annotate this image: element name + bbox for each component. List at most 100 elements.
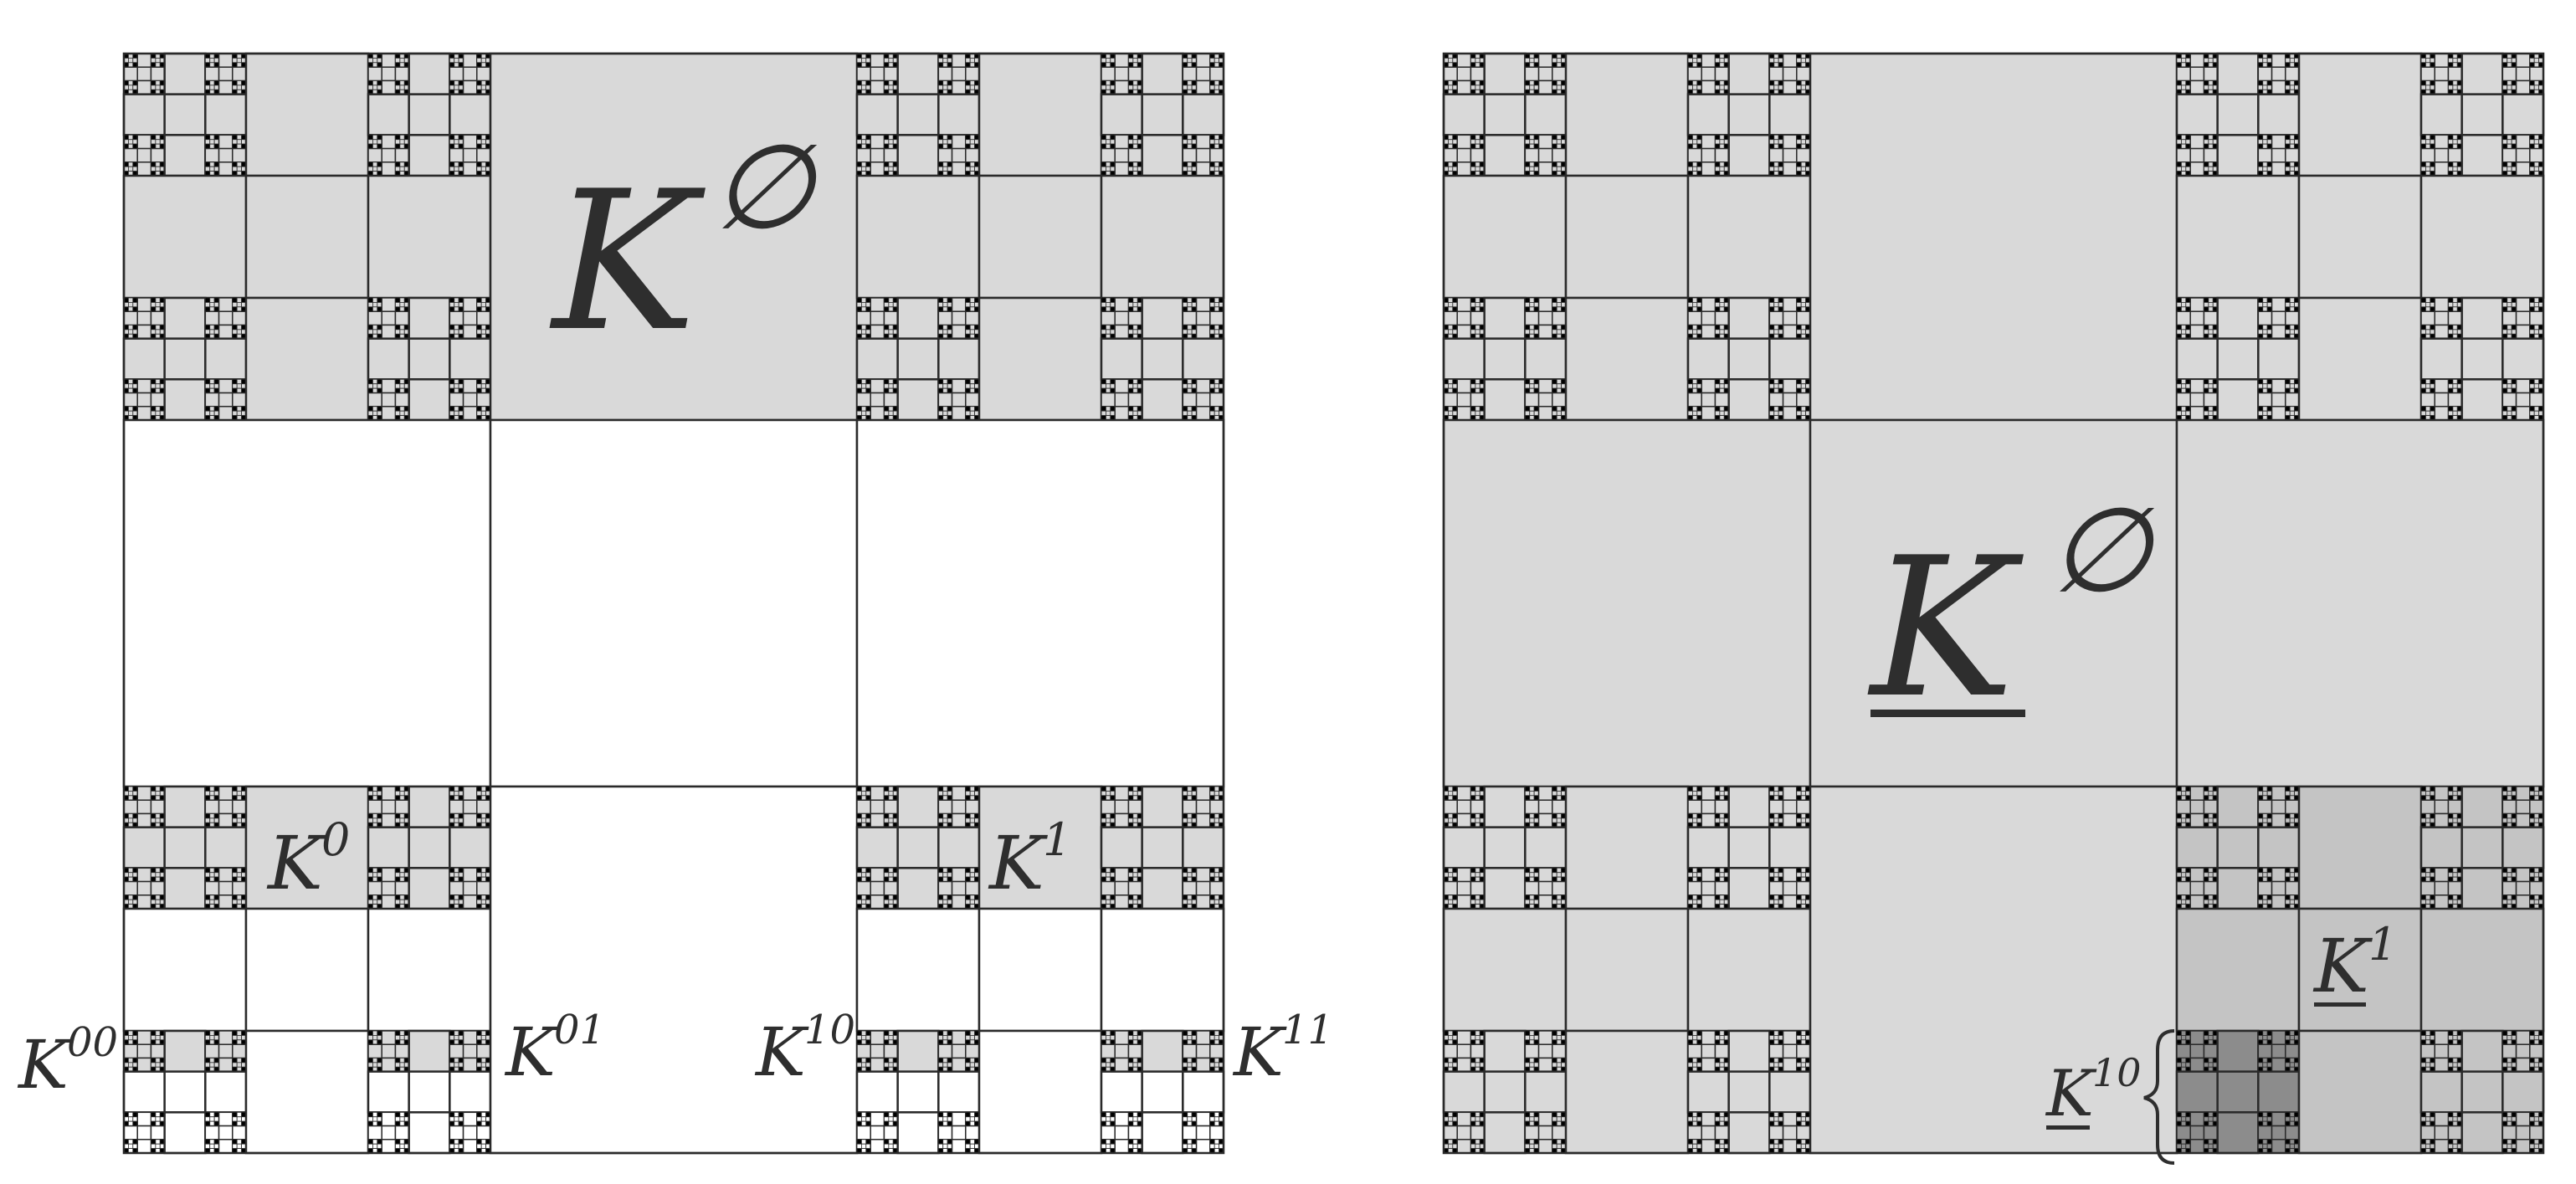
cell (372, 876, 378, 882)
cell-black (856, 306, 862, 312)
cell-black (476, 80, 482, 86)
cell-black (1778, 1139, 1783, 1145)
cell (136, 310, 152, 326)
cell-black (937, 161, 944, 167)
cell (372, 58, 378, 64)
cell (856, 85, 862, 90)
cell (2430, 818, 2435, 823)
cell (1524, 147, 1540, 163)
cell (454, 410, 459, 416)
cell (151, 85, 157, 90)
cell (236, 80, 242, 86)
cell-black (1696, 813, 1702, 819)
cell (2452, 387, 2458, 393)
cell (1782, 786, 1798, 801)
cell (1692, 62, 1698, 68)
cell-black (2257, 297, 2264, 303)
cell-black (1524, 387, 1531, 393)
cell (476, 392, 491, 407)
cell (1796, 1116, 1802, 1122)
cell (151, 166, 157, 172)
cell (1800, 302, 1806, 308)
cell (1452, 58, 1458, 64)
cell-black (377, 1039, 382, 1045)
cell-black (1552, 387, 1557, 393)
cell (1556, 387, 1562, 393)
cell (2502, 66, 2517, 82)
cell (2507, 143, 2512, 149)
cell (1209, 147, 1224, 163)
cell-black (1687, 786, 1693, 792)
cell (204, 392, 220, 407)
cell (951, 880, 967, 896)
cell (2181, 139, 2187, 145)
cell (1719, 302, 1725, 308)
cell (1127, 66, 1143, 82)
cell (1132, 894, 1138, 900)
cell (856, 66, 871, 82)
cell (155, 378, 161, 385)
cell (1182, 93, 1225, 136)
cell (965, 1062, 971, 1068)
cell (236, 894, 242, 900)
cell (128, 134, 134, 141)
cell (965, 1143, 971, 1149)
cell (218, 134, 233, 150)
cell (480, 1116, 486, 1122)
cell (1456, 1111, 1472, 1127)
cell (2208, 139, 2214, 145)
cell (155, 791, 161, 797)
cell (1128, 899, 1134, 905)
cell (454, 1030, 459, 1036)
cell-black (151, 1120, 157, 1126)
cell-black (213, 297, 219, 303)
cell (1696, 302, 1702, 308)
cell-black (884, 1030, 890, 1036)
cell (1214, 872, 1219, 878)
cell (1470, 383, 1476, 389)
cell (1796, 310, 1811, 326)
cell (2533, 297, 2539, 303)
cell (951, 1139, 967, 1154)
cell (2216, 867, 2260, 910)
cell (1796, 85, 1802, 90)
cell (870, 1125, 885, 1140)
cell-black (1524, 62, 1531, 68)
cell (218, 53, 233, 68)
cell-black (132, 894, 138, 900)
cell-black (367, 378, 373, 385)
cell-black (2185, 134, 2191, 141)
cell (1101, 85, 1106, 90)
cell (1214, 139, 1219, 145)
cell-black (947, 62, 952, 68)
cell-black (2176, 867, 2182, 874)
cell-black (476, 867, 482, 874)
cell (372, 894, 378, 900)
cell-black (367, 1139, 373, 1145)
cell (1101, 147, 1116, 163)
cell (136, 79, 152, 95)
cell-black (965, 1058, 971, 1064)
cell (1533, 818, 1539, 823)
cell-black (947, 894, 952, 900)
cell (1552, 791, 1557, 797)
cell (1132, 1039, 1138, 1045)
cell (1214, 1030, 1219, 1036)
cell (132, 383, 138, 389)
cell (2257, 410, 2264, 416)
cell (2507, 58, 2512, 64)
cell-black (2204, 387, 2209, 393)
cell (1132, 1058, 1138, 1064)
cell-black (476, 297, 482, 303)
cell (1100, 826, 1143, 869)
cell (128, 383, 134, 389)
cell (861, 297, 867, 303)
cell (454, 302, 459, 308)
cell (2208, 410, 2214, 416)
cell (2257, 899, 2264, 905)
cell (395, 1143, 401, 1149)
cell (1101, 818, 1106, 823)
cell (1182, 1125, 1198, 1140)
cell-black (1182, 795, 1188, 801)
cell (367, 85, 373, 90)
